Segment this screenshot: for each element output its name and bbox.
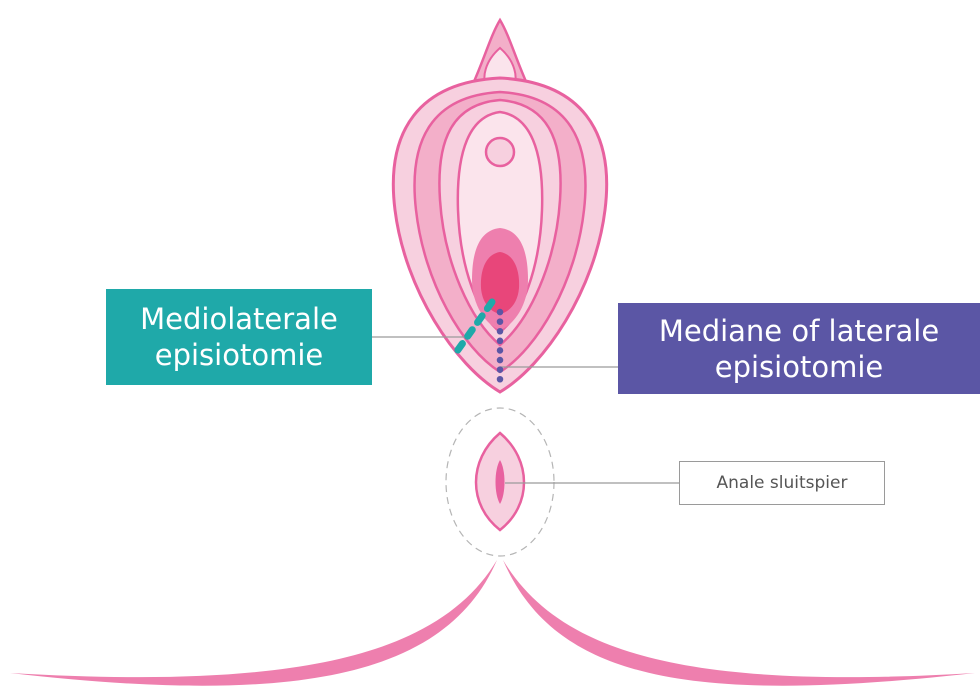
median-label-line1: Mediane of laterale (659, 313, 939, 349)
right-buttock-curve (503, 560, 975, 686)
mediolateral-label-line2: episiotomie (140, 337, 338, 373)
mediolateral-label-line1: Mediolaterale (140, 301, 338, 337)
median-episiotomy-label: Mediane of laterale episiotomie (618, 303, 980, 394)
mediolateral-episiotomy-label: Mediolaterale episiotomie (106, 289, 372, 385)
median-label-line2: episiotomie (659, 349, 939, 385)
left-buttock-curve (10, 560, 497, 686)
urethral-opening (486, 138, 514, 166)
anal-sphincter-label-text: Anale sluitspier (717, 473, 848, 493)
anal-sphincter-label: Anale sluitspier (679, 461, 885, 505)
